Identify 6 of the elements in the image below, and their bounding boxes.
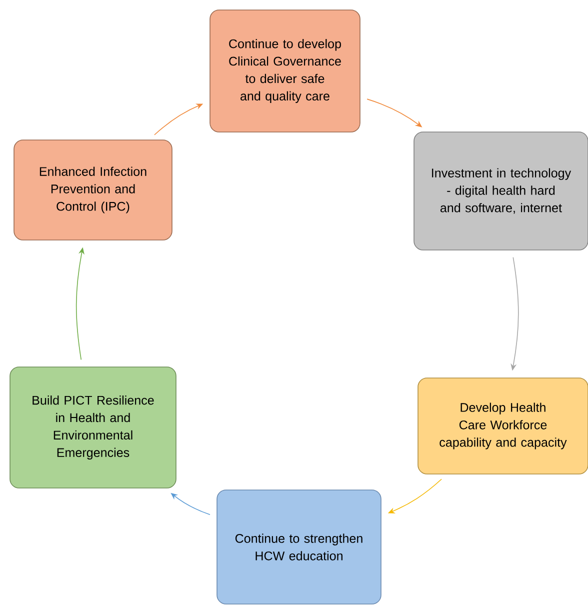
process-box: Continue to strengthen HCW education [216,490,382,604]
process-box: Continue to develop Clinical Governance to deliver safe and quality care [210,10,360,132]
process-box: Develop Health Care Workforce capability and capacity [418,378,588,474]
process-box: Build PICT Resilience in Health and Environmental Emergencies [10,366,176,488]
process-box: Investment in technology - digital health hard and software, internet [414,132,588,250]
process-box: Enhanced Infection Prevention and Control (IPC) [14,140,172,240]
